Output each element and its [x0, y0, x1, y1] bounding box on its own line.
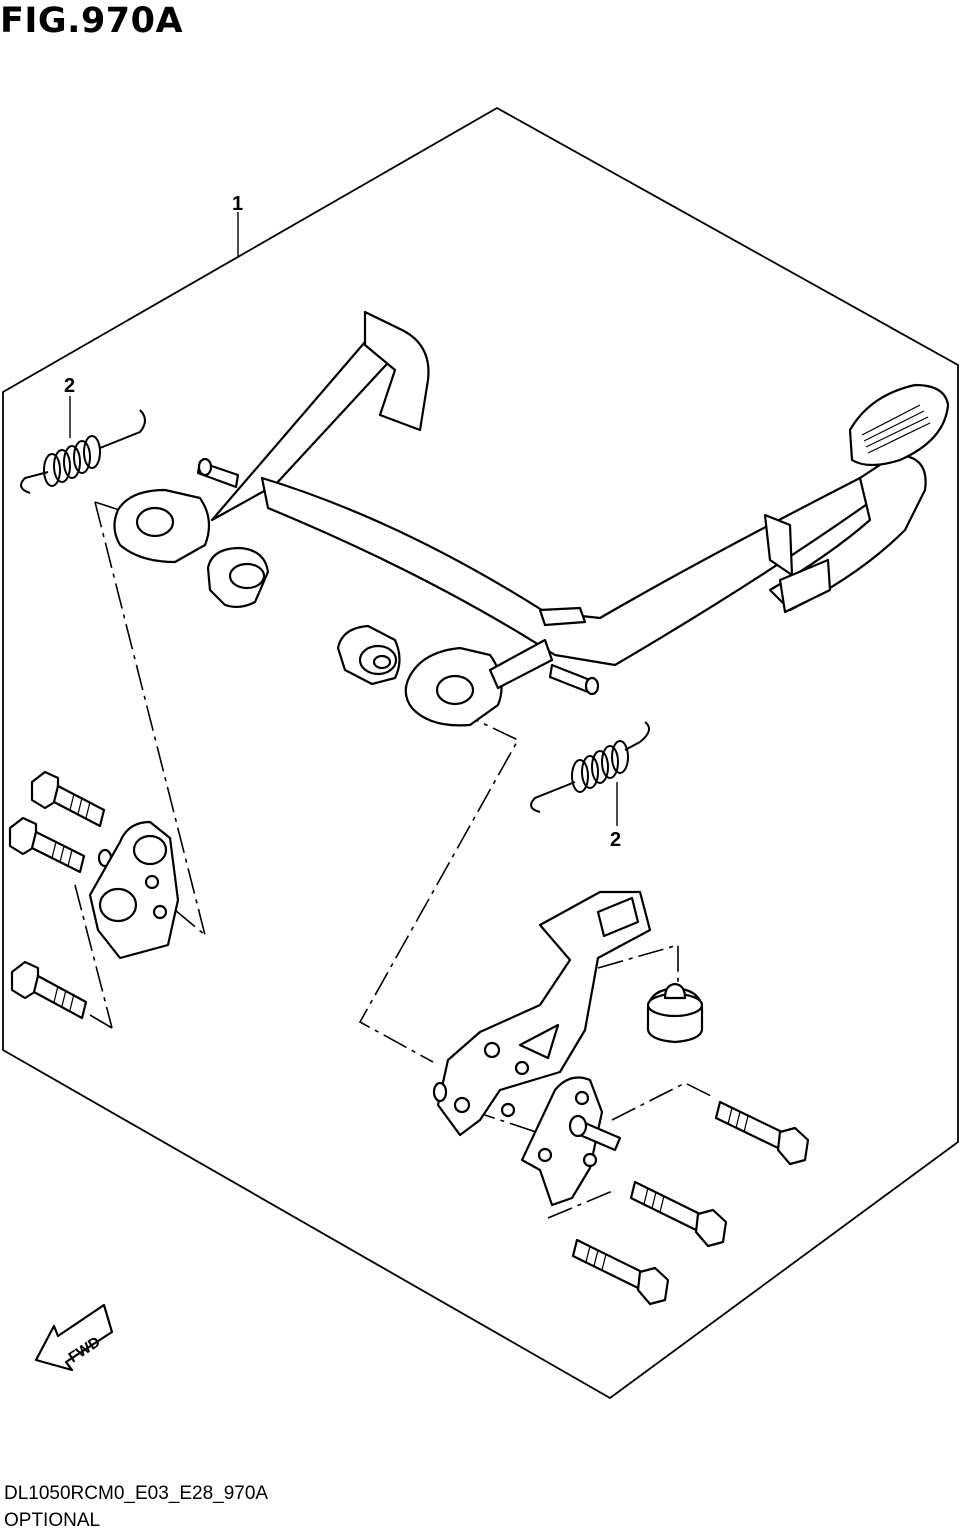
callout-2b: 2: [610, 829, 621, 851]
bolt-right-3: [571, 1238, 670, 1306]
bushing-center: [336, 624, 401, 686]
figure-title: FIG.970A: [0, 1, 184, 41]
bolt-left-1: [30, 770, 106, 828]
plate-right: [520, 1076, 604, 1207]
mounting-plate-left: [88, 820, 180, 960]
spring-upper: [20, 409, 146, 494]
bushing-left: [206, 546, 270, 609]
rubber-damper: [646, 982, 704, 1044]
callout-1: 1: [232, 193, 243, 215]
optional-note: OPTIONAL: [4, 1510, 101, 1531]
bolt-right-1: [714, 1100, 810, 1166]
kit-boundary: [2, 106, 959, 1400]
bolt-left-3: [10, 960, 88, 1020]
callout-2a: 2: [64, 375, 75, 397]
bolt-right-2: [629, 1180, 728, 1248]
diagram-code: DL1050RCM0_E03_E28_970A: [4, 1483, 269, 1504]
spring-lower: [530, 721, 650, 813]
fwd-arrow-icon: FWD: [34, 1303, 114, 1372]
pivot-pin: [568, 1114, 622, 1152]
bracket-right: [432, 890, 652, 1137]
center-stand: [113, 310, 950, 727]
bolt-left-2: [8, 816, 86, 874]
